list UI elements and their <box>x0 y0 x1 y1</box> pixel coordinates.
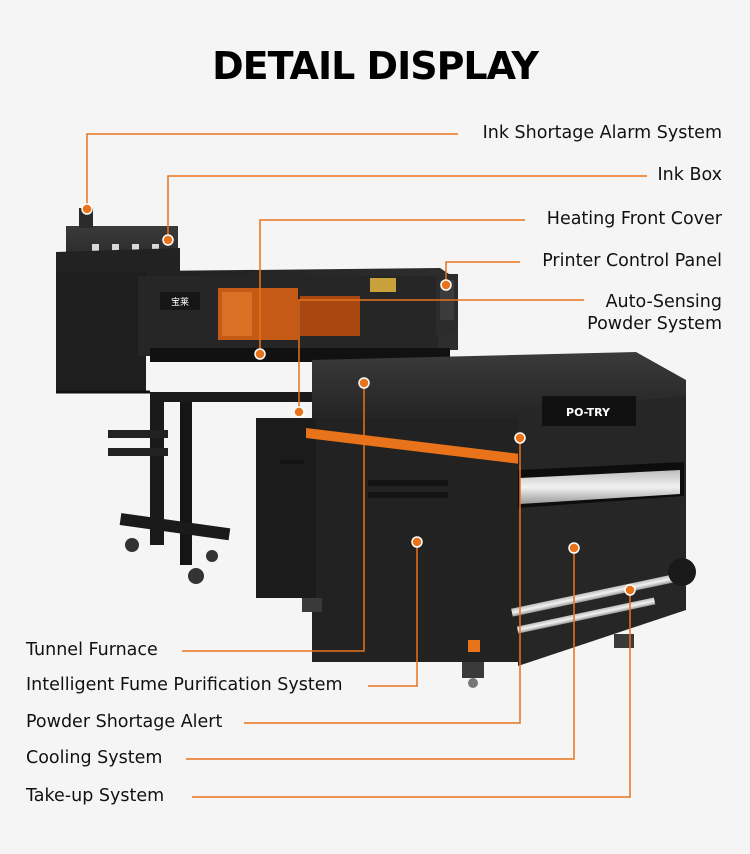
page-title: DETAIL DISPLAY <box>212 44 539 88</box>
control-panel-leader <box>445 261 520 285</box>
cooling-leader <box>186 548 575 760</box>
label-ink-box: Ink Box <box>657 165 722 185</box>
heating-cover-marker <box>254 348 266 360</box>
take-up-marker <box>624 584 636 596</box>
label-tunnel-furnace: Tunnel Furnace <box>26 640 158 660</box>
auto-sensing-leader <box>298 299 584 412</box>
ink-shortage-marker <box>81 203 93 215</box>
printer-logo-cn: 宝莱 <box>171 296 189 308</box>
fume-purification-marker <box>411 536 423 548</box>
cooling-marker <box>568 542 580 554</box>
label-auto-sensing-line1: Auto-Sensing <box>605 292 722 312</box>
tunnel-furnace-marker <box>358 377 370 389</box>
tunnel-furnace-leader <box>182 383 365 652</box>
label-powder-shortage-alert: Powder Shortage Alert <box>26 712 223 732</box>
auto-sensing-marker <box>293 406 305 418</box>
callout-lines <box>86 133 647 798</box>
fume-purification-leader <box>368 542 418 687</box>
label-auto-sensing-line2: Powder System <box>587 314 722 334</box>
printer-unit: 宝莱 <box>56 208 458 584</box>
label-fume-purification: Intelligent Fume Purification System <box>26 675 343 695</box>
label-auto-sensing: Auto-Sensing Powder System <box>587 291 722 335</box>
label-printer-control-panel: Printer Control Panel <box>542 251 722 271</box>
ink-box-leader <box>167 175 647 240</box>
callout-markers <box>81 203 636 596</box>
label-cooling-system: Cooling System <box>26 748 163 768</box>
label-ink-shortage-alarm: Ink Shortage Alarm System <box>482 123 722 143</box>
powder-shortage-leader <box>244 438 521 724</box>
ink-shortage-leader <box>86 133 458 209</box>
ink-box-marker <box>162 234 174 246</box>
powder-shortage-marker <box>514 432 526 444</box>
label-heating-front-cover: Heating Front Cover <box>546 209 722 229</box>
take-up-leader <box>192 590 631 798</box>
control-panel-marker <box>440 279 452 291</box>
label-take-up-system: Take-up System <box>26 786 165 806</box>
shaker-logo: PO-TRY <box>566 406 611 419</box>
heating-cover-leader <box>259 219 525 354</box>
